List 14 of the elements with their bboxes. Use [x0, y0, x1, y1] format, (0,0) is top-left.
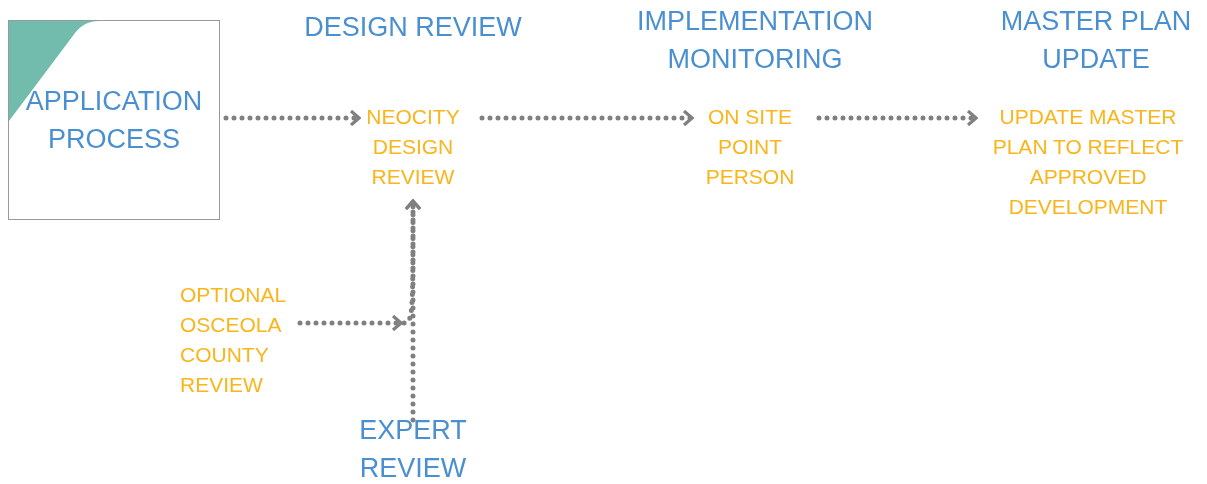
- step-text: UPDATE MASTER PLAN TO REFLECT APPROVED DEVELOPMENT: [991, 104, 1185, 220]
- column-heading: MASTER PLAN UPDATE: [999, 5, 1193, 76]
- process-box: [8, 20, 220, 220]
- step-text: NEOCITY DESIGN REVIEW: [365, 104, 461, 190]
- dotted-arrow: [479, 109, 696, 127]
- side-text: OPTIONAL OSCEOLA COUNTY REVIEW: [180, 282, 287, 398]
- dotted-arrow: [223, 109, 363, 127]
- dotted-arrow: [816, 109, 980, 127]
- source-text: EXPERT REVIEW: [358, 414, 468, 484]
- box-label: APPLICATION PROCESS: [24, 85, 204, 156]
- step-text: ON SITE POINT PERSON: [704, 104, 796, 190]
- dotted-arrow: [297, 197, 421, 331]
- column-heading: DESIGN REVIEW: [303, 11, 523, 44]
- column-heading: IMPLEMENTATION MONITORING: [636, 5, 874, 76]
